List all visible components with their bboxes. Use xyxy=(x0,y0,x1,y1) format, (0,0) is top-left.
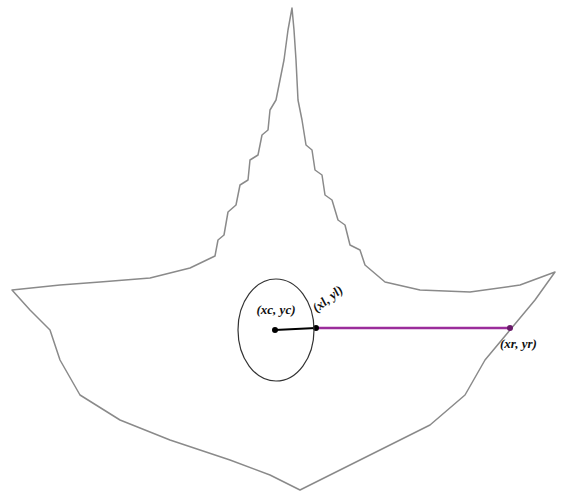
point-label: (xl, yl) xyxy=(309,282,346,316)
center-point xyxy=(272,327,278,333)
right-point xyxy=(507,325,513,331)
point-label: (xc, yc) xyxy=(257,302,296,318)
ellipse-region: (xc, yc) xyxy=(237,278,315,382)
leaf-outline xyxy=(12,8,555,490)
measure-line xyxy=(316,327,510,330)
center-radius-line xyxy=(275,328,316,330)
ellipse-outline xyxy=(237,278,315,382)
point-label: (xr, yr) xyxy=(500,336,537,352)
